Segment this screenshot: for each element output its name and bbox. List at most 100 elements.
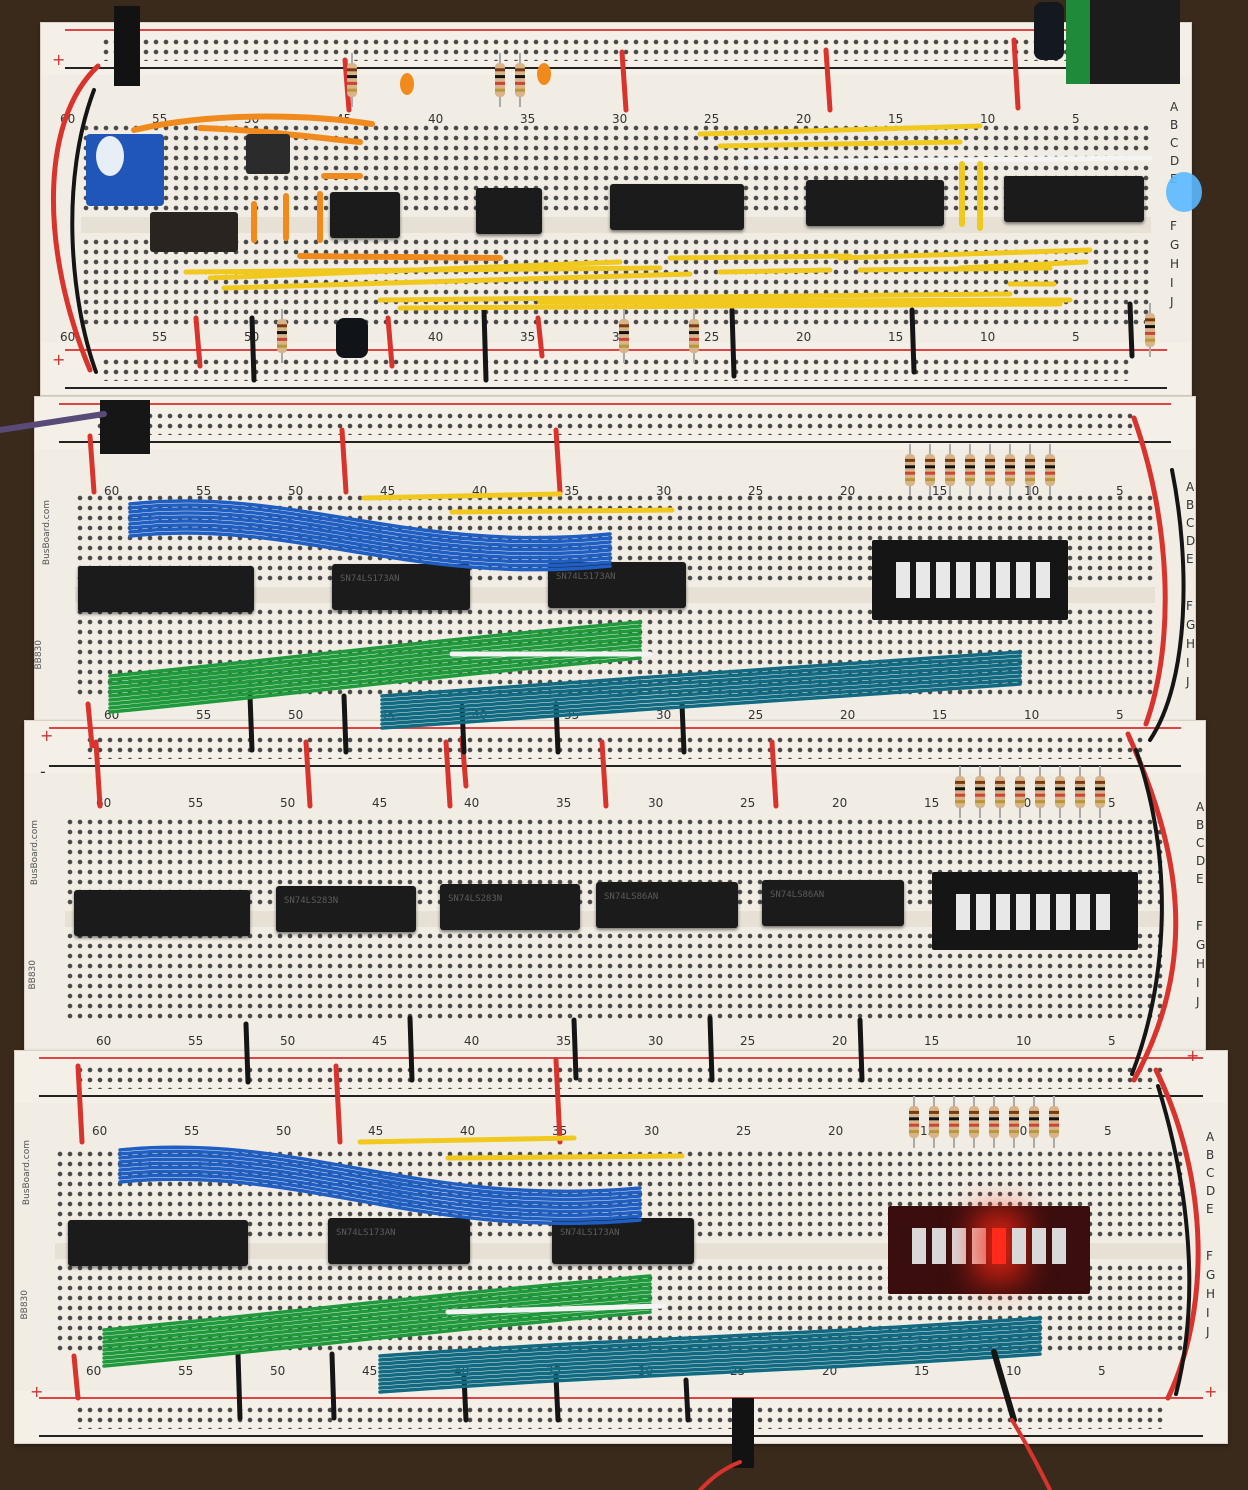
yellow-wire — [857, 265, 1053, 273]
row-letter: G — [1206, 1268, 1216, 1282]
column-number: 30 — [648, 796, 664, 810]
white-wire — [739, 155, 1153, 165]
column-number: 5 — [1108, 796, 1116, 810]
resistor-band — [1035, 787, 1045, 791]
rail-plus-2: + — [52, 350, 66, 369]
yellow-wire — [361, 491, 563, 501]
resistor-band — [989, 1130, 999, 1134]
resistor-band — [949, 1123, 959, 1127]
resistor-band — [1015, 793, 1025, 797]
resistor-band — [995, 780, 1005, 784]
chip-marking: SN74LS86AN — [604, 892, 659, 902]
pull-down-resistor — [969, 1106, 979, 1138]
blue-wire — [128, 519, 612, 560]
chip-marking: SN74LS283N — [448, 894, 503, 904]
yellow-wire — [837, 247, 1093, 261]
led-segment — [952, 1228, 966, 1264]
black-jumper-wire — [243, 1021, 251, 1085]
row-letter: H — [1170, 257, 1180, 271]
resistor-band — [515, 68, 525, 72]
teal-wire — [378, 1332, 1042, 1374]
column-number: 55 — [188, 796, 204, 810]
column-number: 10 — [1006, 1364, 1022, 1378]
teal-wire — [378, 1316, 1042, 1358]
pull-down-resistor — [929, 1106, 939, 1138]
red-jumper-wire — [553, 427, 563, 495]
row-letter: B — [1170, 118, 1179, 132]
led-segment — [1036, 894, 1050, 930]
ceramic-capacitor — [537, 63, 551, 85]
row-letter: B — [1186, 498, 1195, 512]
resistor-band — [949, 1117, 959, 1121]
blue-wire — [128, 515, 612, 556]
resistor-band — [1025, 478, 1035, 482]
resistor-band — [1095, 793, 1105, 797]
yellow-wire — [397, 301, 1063, 311]
pull-down-resistor — [909, 1106, 919, 1138]
resistor-band — [905, 465, 915, 469]
blue-wire — [118, 1157, 642, 1206]
white-wire — [445, 1303, 667, 1315]
pull-down-resistor — [1009, 1106, 1019, 1138]
column-number: 30 — [612, 112, 628, 126]
resistor-band — [929, 1117, 939, 1121]
led-segment — [992, 1228, 1006, 1264]
red-jumper-wire — [75, 1063, 85, 1145]
column-number: 5 — [1116, 708, 1124, 722]
row-letter: C — [1170, 136, 1179, 150]
chip-marking: SN74LS283N — [284, 896, 339, 906]
resistor-band — [975, 793, 985, 797]
led-segment — [1032, 1228, 1046, 1264]
resistor-band — [1049, 1117, 1059, 1121]
column-number: 20 — [796, 330, 812, 344]
green-wire — [102, 1282, 652, 1340]
led-segment — [976, 894, 990, 930]
resistor-band — [689, 344, 699, 348]
resistor-band — [1075, 793, 1085, 797]
led-segment — [1012, 1228, 1026, 1264]
red-jumper-wire — [93, 739, 103, 809]
column-number: 40 — [464, 1034, 480, 1048]
resistor-band — [909, 1117, 919, 1121]
rail-plus-6: + — [1204, 1382, 1218, 1401]
yellow-wire — [667, 253, 853, 261]
row-letter: D — [1186, 534, 1196, 548]
chip-alu-2: SN74LS283N — [276, 886, 416, 932]
resistor-band — [277, 331, 287, 335]
column-number: 25 — [704, 112, 720, 126]
resistor-band — [1095, 800, 1105, 804]
column-number: 25 — [740, 796, 756, 810]
pull-down-resistor — [1005, 454, 1015, 486]
row-letter: A — [1170, 100, 1179, 114]
green-wire — [108, 620, 642, 678]
resistor — [515, 63, 525, 97]
resistor — [277, 319, 287, 353]
resistor-band — [1009, 1117, 1019, 1121]
chip-reg-b-3: SN74LS173AN — [552, 1218, 694, 1264]
black-jumper-wire — [247, 693, 255, 753]
row-letter: C — [1186, 516, 1195, 530]
pull-down-resistor — [985, 454, 995, 486]
column-number: 10 — [1016, 1034, 1032, 1048]
green-wire — [108, 636, 642, 694]
pull-down-resistor — [1045, 454, 1055, 486]
red-jumper-wire — [71, 1353, 81, 1401]
resistor-band — [1025, 458, 1035, 462]
row-letter: D — [1196, 854, 1206, 868]
power-rail-top-1 — [41, 23, 1191, 75]
column-number: 20 — [840, 484, 856, 498]
resistor-band — [955, 800, 965, 804]
column-number: 45 — [362, 1364, 378, 1378]
resistor-band — [985, 471, 995, 475]
resistor-band — [1145, 325, 1155, 329]
column-number: 5 — [1108, 1034, 1116, 1048]
column-number: 5 — [1104, 1124, 1112, 1138]
black-jumper-wire — [407, 1015, 415, 1083]
resistor-band — [969, 1117, 979, 1121]
resistor-band — [949, 1110, 959, 1114]
column-number: 10 — [980, 330, 996, 344]
potentiometer — [86, 134, 164, 206]
column-number: 10 — [1024, 484, 1040, 498]
resistor — [495, 63, 505, 97]
teal-wire — [378, 1320, 1042, 1362]
